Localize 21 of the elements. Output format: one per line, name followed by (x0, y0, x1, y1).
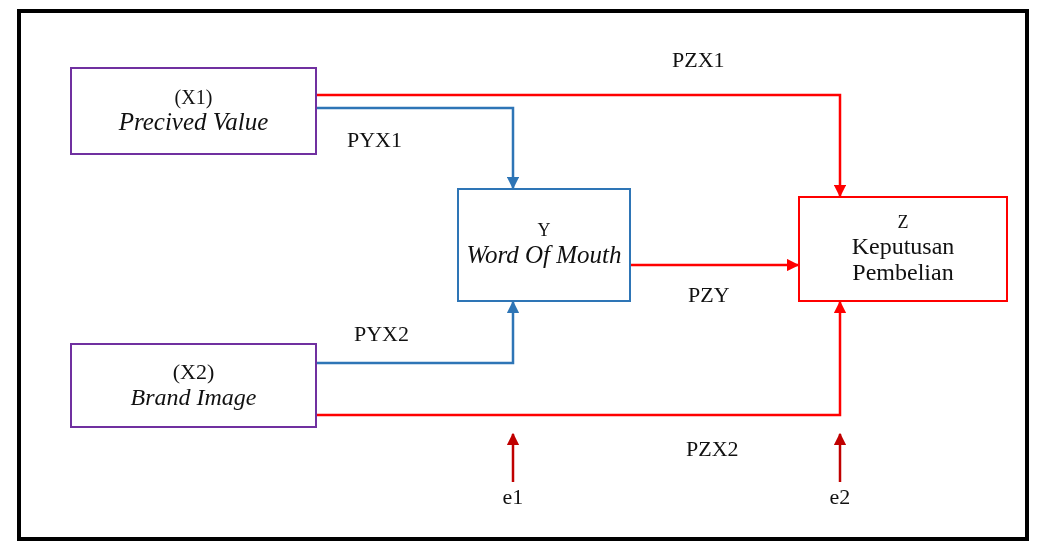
variable-box (798, 196, 1008, 302)
arrow (317, 93, 847, 198)
variable-box (457, 188, 631, 302)
arrow (317, 300, 520, 365)
variable-code: Y (537, 221, 551, 242)
variable-name: Precived Value (118, 108, 269, 136)
error-term: e2 (823, 482, 857, 512)
variable-name: Word Of Mouth (466, 241, 622, 269)
arrow (317, 300, 847, 417)
variable-name: Keputusan Pembelian (850, 232, 956, 286)
error-arrow (833, 432, 847, 482)
arrow (317, 106, 520, 190)
error-term: e1 (496, 482, 530, 512)
variable-name: Brand Image (130, 384, 257, 411)
variable-code: (X1) (174, 86, 213, 109)
variable-code: (X2) (172, 360, 215, 385)
error-arrow (506, 432, 520, 482)
arrow (631, 258, 800, 272)
variable-box (70, 343, 317, 428)
variable-code: Z (897, 212, 909, 233)
variable-box (70, 67, 317, 155)
